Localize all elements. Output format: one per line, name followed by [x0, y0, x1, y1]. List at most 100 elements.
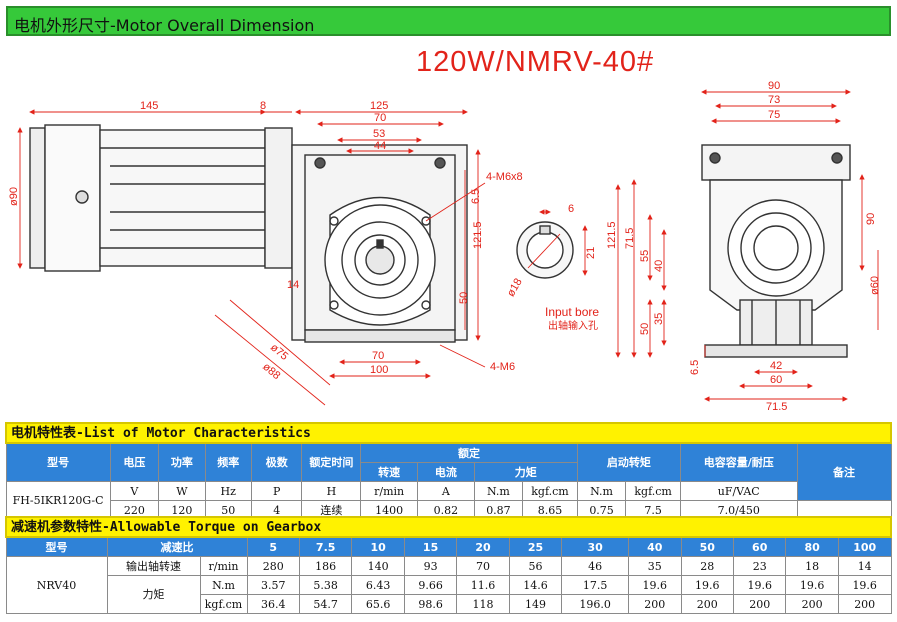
- dim-side-90: 90: [768, 80, 780, 92]
- dim-bore-6: 6: [568, 203, 574, 215]
- gear-torque-nm-cell: 6.43: [351, 575, 405, 595]
- gear-torque-kgf-cell: 36.4: [246, 594, 300, 614]
- mh-rated-time: 额定时间: [301, 442, 362, 482]
- gearbox-torque-table: 减速机参数特性-Allowable Torque on Gearbox 型号 减…: [5, 516, 892, 614]
- unit-uf-vac: uF/VAC: [679, 481, 798, 501]
- motor-body: [29, 124, 293, 272]
- dim-lines-bore: [527, 209, 588, 276]
- gear-speed-cell: 46: [561, 556, 630, 576]
- gear-torque-kgf-cell: 54.7: [298, 594, 353, 614]
- dim-side-40: 40: [653, 260, 665, 272]
- dim-side-50: 50: [639, 323, 651, 335]
- unit-hz: Hz: [204, 481, 252, 501]
- gear-torque-nm-cell: 17.5: [561, 575, 630, 595]
- gear-ratio-cell: 25: [508, 536, 563, 557]
- dim-side-121-5: 121.5: [606, 221, 618, 249]
- gearbox-front: [291, 144, 468, 343]
- input-bore-label-cn: 出轴输入孔: [548, 319, 598, 332]
- dim-14: 14: [287, 279, 299, 291]
- gear-torque-nm-cell: 19.6: [837, 575, 892, 595]
- dim-70-bottom: 70: [372, 350, 384, 362]
- dim-side-71-5: 71.5: [624, 228, 636, 249]
- input-bore-label-en: Input bore: [545, 305, 599, 319]
- gear-torque-nm-cell: 19.6: [732, 575, 787, 595]
- gear-torque-nm-cell: 9.66: [403, 575, 458, 595]
- unit-kgfcm: kgf.cm: [522, 481, 578, 501]
- dim-side-55: 55: [639, 250, 651, 262]
- dim-125: 125: [370, 100, 388, 112]
- mh-speed: 转速: [360, 462, 418, 482]
- gear-model-cell: NRV40: [5, 556, 108, 614]
- dim-bore-dia18: ø18: [505, 276, 525, 298]
- gunit-kgfcm: kgf.cm: [199, 594, 248, 614]
- unit-v: V: [109, 481, 160, 501]
- dim-53: 53: [373, 128, 385, 140]
- gear-speed-cell: 140: [351, 556, 405, 576]
- gear-speed-cell: 93: [403, 556, 458, 576]
- gh-torque: 力矩: [106, 575, 201, 614]
- dim-side-35: 35: [653, 313, 665, 325]
- section-header-title: 电机外形尺寸-Motor Overall Dimension: [14, 16, 315, 35]
- unit-start-kgfcm: kgf.cm: [625, 481, 681, 501]
- gear-ratio-cell: 30: [561, 536, 630, 557]
- dim-70-top: 70: [374, 112, 386, 124]
- dim-bore-21: 21: [585, 247, 597, 259]
- dim-side-42: 42: [770, 360, 782, 372]
- dim-lines-front: [17, 109, 486, 406]
- mh-frequency: 频率: [204, 442, 252, 482]
- gh-model: 型号: [5, 536, 108, 557]
- val-speed: 1400: [360, 500, 418, 520]
- gear-ratio-cell: 15: [403, 536, 458, 557]
- dim-side-90b: 90: [865, 213, 877, 225]
- gear-torque-nm-cell: 14.6: [508, 575, 563, 595]
- mh-rated: 额定: [360, 442, 578, 463]
- dim-side-71-5b: 71.5: [766, 401, 787, 413]
- dim-side-dia60: ø60: [869, 276, 881, 295]
- unit-p: P: [250, 481, 303, 501]
- dim-4-m6x8: 4-M6x8: [486, 171, 523, 183]
- dim-50: 50: [458, 292, 470, 304]
- mh-voltage: 电压: [109, 442, 160, 482]
- dim-dia90: ø90: [8, 187, 20, 206]
- dim-6-5: 6.5: [470, 189, 482, 204]
- gear-speed-cell: 28: [680, 556, 734, 576]
- dimension-drawing: 145 8 125 70 53 44 ø90 14 4-M6x8 6.5 121…: [8, 80, 881, 413]
- dim-121-5: 121.5: [472, 221, 484, 249]
- unit-start-nm: N.m: [576, 481, 627, 501]
- model-title: 120W/NMRV-40#: [416, 46, 655, 78]
- unit-rmin: r/min: [360, 481, 418, 501]
- gunit-nm: N.m: [199, 575, 248, 595]
- gear-torque-kgf-cell: 65.6: [351, 594, 405, 614]
- gear-ratio-cell: 80: [785, 536, 839, 557]
- gear-torque-nm-cell: 3.57: [246, 575, 300, 595]
- gear-torque-kgf-cell: 98.6: [403, 594, 458, 614]
- unit-nm: N.m: [473, 481, 524, 501]
- gear-speed-cell: 18: [785, 556, 839, 576]
- gear-torque-nm-cell: 19.6: [680, 575, 734, 595]
- dim-8: 8: [260, 100, 266, 112]
- dim-dia75: ø75: [268, 341, 290, 362]
- gear-torque-kgf-cell: 200: [628, 594, 682, 614]
- gear-torque-kgf-cell: 200: [837, 594, 892, 614]
- gear-torque-nm-cell: 11.6: [456, 575, 510, 595]
- gear-speed-cell: 186: [298, 556, 353, 576]
- mh-capacitor: 电容容量/耐压: [679, 442, 798, 482]
- gear-speed-cell: 35: [628, 556, 682, 576]
- gear-ratio-cell: 50: [680, 536, 734, 557]
- unit-a: A: [416, 481, 475, 501]
- mh-model: 型号: [5, 442, 111, 482]
- gear-torque-kgf-cell: 118: [456, 594, 510, 614]
- gear-torque-nm-cell: 19.6: [785, 575, 839, 595]
- gear-ratio-cell: 7.5: [298, 536, 353, 557]
- dim-side-6-5: 6.5: [689, 360, 701, 375]
- mh-poles: 极数: [250, 442, 303, 482]
- motor-characteristics-table: 电机特性表-List of Motor Characteristics 型号 电…: [5, 422, 892, 520]
- motor-table-title: 电机特性表-List of Motor Characteristics: [5, 422, 892, 444]
- gh-output-speed: 输出轴转速: [106, 556, 201, 576]
- gear-table-title: 减速机参数特性-Allowable Torque on Gearbox: [5, 516, 892, 538]
- gear-torque-nm-cell: 19.6: [628, 575, 682, 595]
- dim-44: 44: [374, 140, 386, 152]
- val-start-nm: 0.75: [576, 500, 627, 520]
- motor-model-cell: FH-5IKR120G-C: [5, 481, 111, 520]
- gunit-rmin: r/min: [199, 556, 248, 576]
